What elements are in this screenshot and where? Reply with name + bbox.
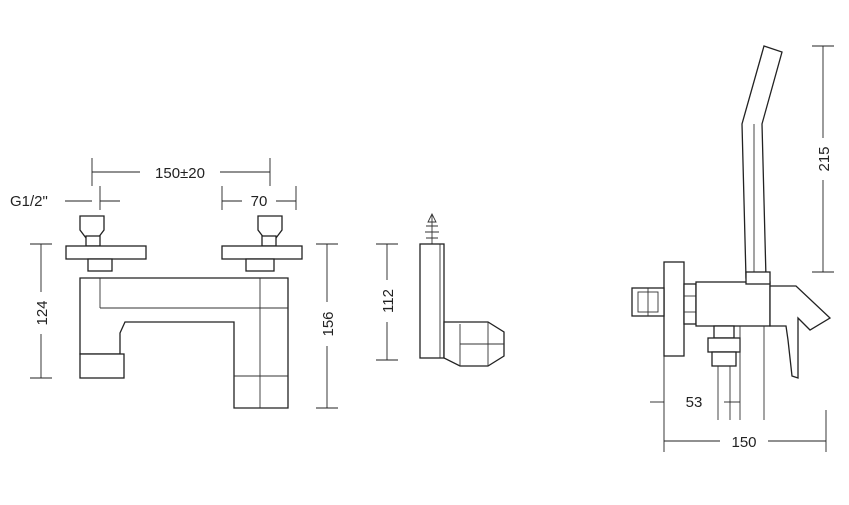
dim-offset: 70 [221, 186, 297, 210]
shower-view [631, 45, 832, 420]
offset-label: 70 [251, 193, 268, 210]
dim-shower-height: 215 [812, 45, 834, 273]
depth-label: 150 [731, 434, 756, 451]
dim-depth: 150 [663, 356, 827, 452]
outlet-offset-label: 53 [686, 394, 703, 411]
side-height-label: 112 [380, 289, 397, 313]
front-view [65, 215, 303, 409]
left-handle [65, 215, 147, 272]
dim-height-body: 124 [30, 243, 52, 379]
dim-thread: G1/2" [10, 186, 120, 210]
height-body-label: 124 [34, 300, 51, 325]
dim-outlet-offset: 53 [650, 394, 740, 411]
right-handle [221, 215, 303, 272]
dim-side-height: 112 [376, 243, 398, 361]
center-distance-label: 150±20 [155, 165, 205, 182]
height-total-label: 156 [320, 311, 337, 336]
shower-height-label: 215 [816, 146, 833, 171]
mixer-body [79, 277, 289, 409]
side-view [419, 212, 505, 367]
thread-label: G1/2" [10, 193, 48, 210]
dim-center-distance: 150±20 [91, 158, 271, 186]
dim-height-total: 156 [316, 243, 338, 409]
